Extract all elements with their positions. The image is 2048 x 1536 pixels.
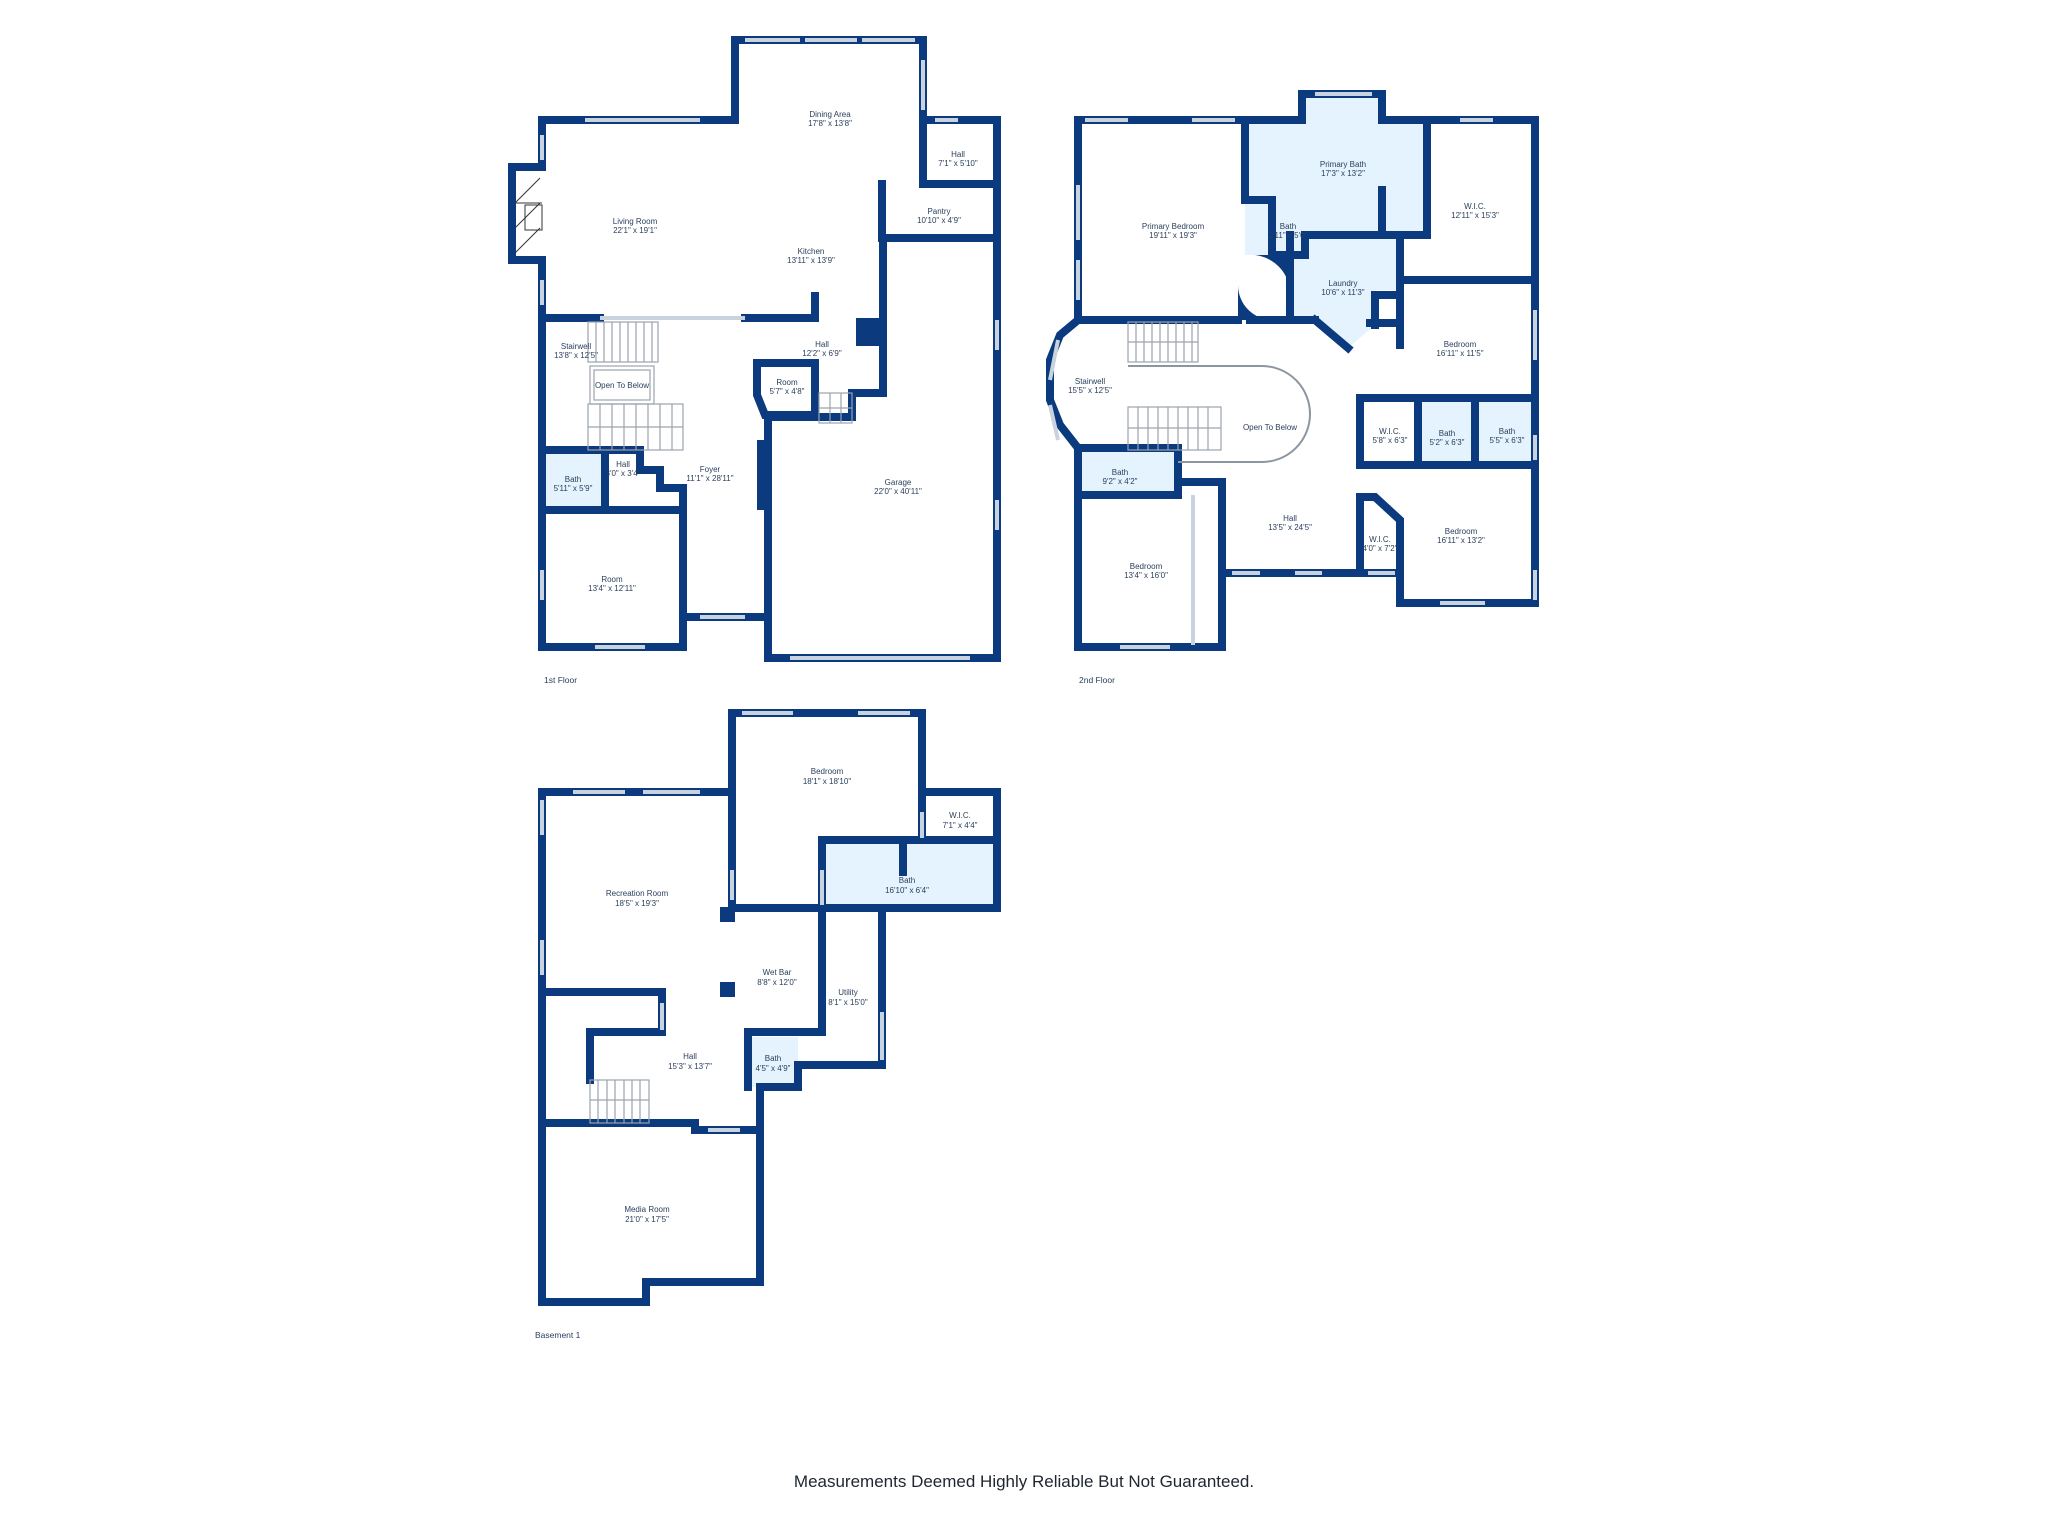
open-to-below-rail: [1128, 365, 1311, 463]
room-label: Open To Below: [1243, 423, 1297, 432]
room-label: W.I.C.5'8" x 6'3": [1373, 427, 1408, 445]
column: [757, 440, 768, 510]
bath-fill: [750, 1037, 798, 1087]
column: [856, 318, 882, 346]
floor-label: Basement 1: [535, 1330, 581, 1340]
staircase: [587, 321, 853, 451]
windows: [540, 38, 999, 660]
column: [720, 982, 735, 997]
staircase: [1127, 321, 1222, 451]
disclaimer-text: Measurements Deemed Highly Reliable But …: [793, 1472, 1255, 1491]
fireplace-icon: [524, 204, 543, 231]
room-label: W.I.C.12'11" x 15'3": [1451, 202, 1499, 220]
room-label: Open To Below: [595, 381, 649, 390]
bath-fill: [545, 452, 605, 508]
bath-fill: [822, 842, 997, 908]
first-floor-walls: [508, 36, 1001, 662]
door-swing: [1238, 285, 1273, 320]
fireplace-icon: [514, 177, 542, 254]
floor-label: 1st Floor: [544, 675, 577, 685]
column: [720, 907, 735, 922]
windows: [540, 711, 924, 1132]
windows: [1048, 92, 1537, 649]
floor-label: 2nd Floor: [1079, 675, 1115, 685]
staircase: [589, 1079, 650, 1124]
basement-walls: [538, 709, 1001, 1306]
door-swing: [1255, 255, 1290, 290]
room-label: W.I.C.7'1" x 4'4": [943, 811, 978, 830]
bath-fill: [1080, 450, 1178, 495]
room-label: W.I.C.4'0" x 7'2": [1363, 535, 1398, 553]
